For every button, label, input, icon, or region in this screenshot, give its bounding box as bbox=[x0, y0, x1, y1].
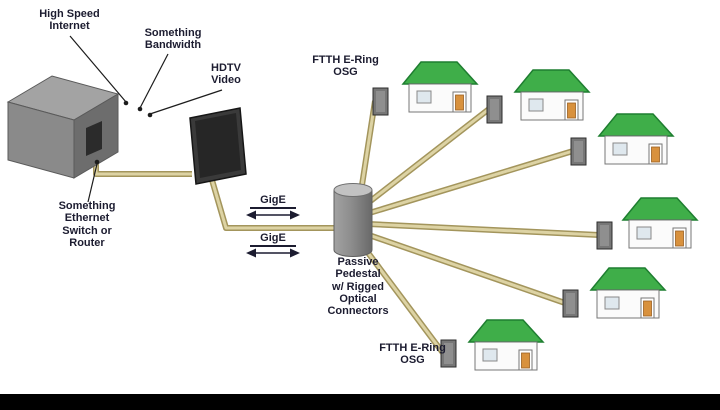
gige-arrow-lower bbox=[246, 248, 300, 258]
fiber-cable-trunk bbox=[93, 158, 192, 177]
label-ftth-ering-bottom: FTTH E-Ring OSG bbox=[379, 342, 446, 367]
label-something-bandwidth: Something Bandwidth bbox=[144, 27, 202, 52]
label-ethernet-switch: Something Ethernet Switch or Router bbox=[58, 200, 116, 249]
ont-receiver bbox=[562, 289, 579, 318]
passive-pedestal-cylinder bbox=[333, 183, 373, 257]
leader-dots bbox=[94, 100, 153, 165]
headend-switch-box bbox=[6, 75, 120, 179]
label-gige-upper: GigE bbox=[250, 194, 296, 210]
footer-bar bbox=[0, 394, 720, 410]
house bbox=[622, 197, 698, 249]
video-display-panel bbox=[189, 107, 247, 185]
ont-receiver bbox=[570, 137, 587, 166]
ont-receiver bbox=[596, 221, 613, 250]
leader-lines bbox=[69, 35, 223, 203]
ont-receiver bbox=[486, 95, 503, 124]
house bbox=[514, 69, 590, 121]
house bbox=[590, 267, 666, 319]
label-gige-lower: GigE bbox=[250, 232, 296, 248]
label-high-speed-internet: High Speed Internet bbox=[39, 8, 100, 33]
fiber-cables-core bbox=[94, 100, 600, 354]
house bbox=[598, 113, 674, 165]
label-hdtv-video: HDTV Video bbox=[211, 62, 241, 87]
house bbox=[468, 319, 544, 371]
label-passive-pedestal: Passive Pedestal w/ Rigged Optical Conne… bbox=[327, 256, 389, 318]
label-ftth-ering-top: FTTH E-Ring OSG bbox=[312, 54, 379, 79]
house bbox=[402, 61, 478, 113]
ont-receiver bbox=[372, 87, 389, 116]
gige-arrow-upper bbox=[246, 210, 300, 220]
subscriber-homes bbox=[402, 61, 698, 371]
port-slot bbox=[86, 121, 102, 156]
